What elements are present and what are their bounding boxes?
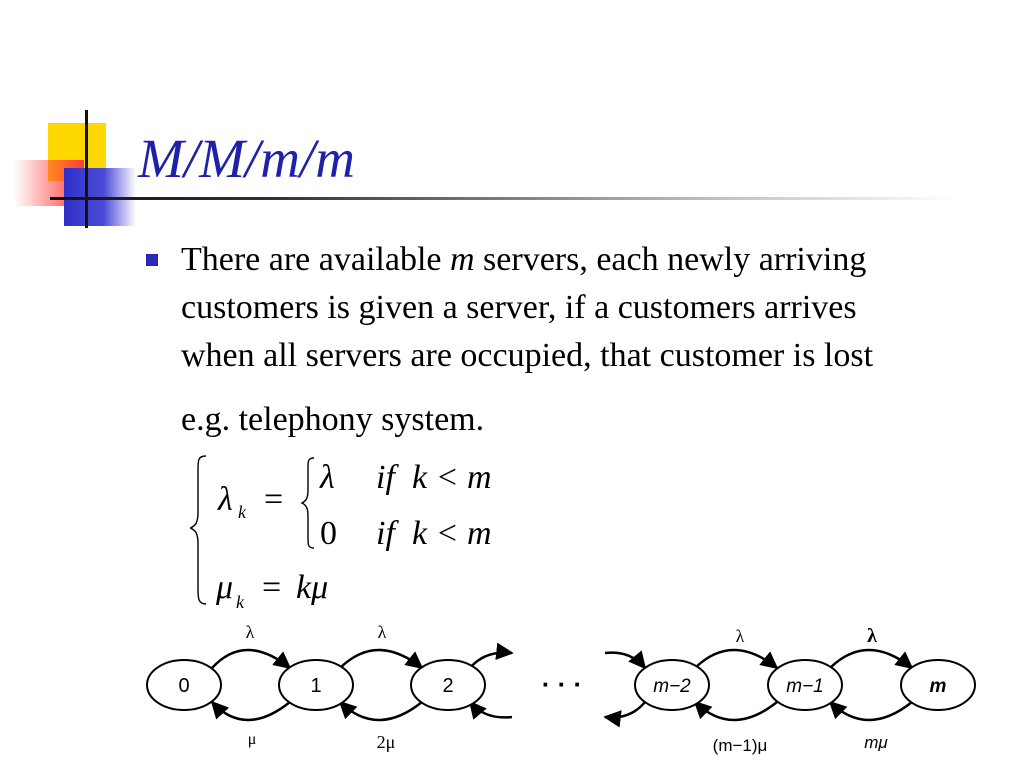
state-transition-diagram: 0 1 2 · · · m−2 m−1 m λ λ λ λ μ 2μ (m−1)… bbox=[146, 622, 976, 755]
state-label-0: 0 bbox=[178, 675, 189, 697]
state-ellipsis: · · · bbox=[542, 669, 582, 699]
arrival-arc-in-m2 bbox=[604, 650, 647, 670]
departure-label-0: μ bbox=[248, 731, 257, 748]
lambda-symbol: λ bbox=[217, 481, 233, 518]
departure-arc-2-1 bbox=[338, 700, 423, 722]
lambda-subscript: k bbox=[238, 502, 247, 522]
state-node-1: 1 bbox=[278, 659, 354, 711]
departure-label-1: 2μ bbox=[377, 732, 396, 752]
state-label-1: 1 bbox=[310, 675, 321, 697]
departure-arc-in-2 bbox=[468, 700, 513, 720]
inner-brace bbox=[300, 457, 315, 549]
state-label-m-2: m−2 bbox=[653, 676, 691, 697]
state-label-m: m bbox=[930, 676, 947, 697]
arrival-arc-0-1 bbox=[211, 648, 292, 670]
bullet-text-after: servers, each newly arriving customers i… bbox=[181, 241, 874, 374]
rate-formula: λ k = λ if k < m 0 if k < m μ k = kμ bbox=[190, 455, 492, 612]
departure-arc-m2-out bbox=[603, 701, 646, 728]
departure-arc-1-0 bbox=[210, 700, 291, 722]
arrival-arc-m1-m bbox=[829, 648, 914, 670]
departure-label-2: (m−1)μ bbox=[713, 736, 768, 755]
arrival-label-3: λ bbox=[867, 625, 877, 647]
decor-vertical-line bbox=[85, 110, 88, 228]
arrival-label-0: λ bbox=[246, 622, 255, 642]
state-label-2: 2 bbox=[442, 675, 453, 697]
arrival-arc-1-2 bbox=[339, 648, 424, 670]
title-underline bbox=[50, 197, 960, 200]
outer-brace bbox=[190, 455, 207, 605]
state-label-m-1: m−1 bbox=[786, 676, 824, 697]
departure-arc-m1-m2 bbox=[693, 700, 778, 722]
case2-value: 0 bbox=[320, 515, 337, 552]
arrival-arc-m2-m1 bbox=[694, 648, 779, 670]
departure-arc-m-m1 bbox=[828, 700, 913, 722]
state-node-m-1: m−1 bbox=[767, 659, 843, 711]
mu-subscript: k bbox=[236, 592, 245, 612]
departure-label-3: mμ bbox=[864, 733, 888, 752]
case2-if: if bbox=[376, 515, 399, 552]
state-node-0: 0 bbox=[146, 659, 222, 711]
bullet-text-var: m bbox=[449, 241, 475, 278]
equals-sign-1: = bbox=[264, 481, 283, 518]
state-node-m: m bbox=[900, 659, 976, 711]
arrival-label-2: λ bbox=[736, 626, 745, 646]
state-node-2: 2 bbox=[410, 659, 486, 711]
case1-value: λ bbox=[319, 459, 335, 496]
state-node-m-2: m−2 bbox=[634, 659, 710, 711]
mu-rhs: kμ bbox=[296, 569, 328, 606]
arrival-label-1: λ bbox=[378, 622, 387, 642]
slide-title: M/M/m/m bbox=[138, 128, 355, 189]
case1-if: if bbox=[376, 459, 399, 496]
bullet-square-icon bbox=[146, 254, 158, 266]
bullet-text-before: There are available bbox=[181, 241, 450, 278]
case2-condition: k < m bbox=[412, 515, 492, 552]
case1-condition: k < m bbox=[412, 459, 492, 496]
bullet-text: There are available m servers, each newl… bbox=[181, 236, 1011, 380]
mu-symbol: μ bbox=[215, 569, 233, 606]
arrival-arc-2-out bbox=[469, 642, 514, 669]
example-text: e.g. telephony system. bbox=[181, 401, 485, 438]
equals-sign-2: = bbox=[262, 569, 281, 606]
